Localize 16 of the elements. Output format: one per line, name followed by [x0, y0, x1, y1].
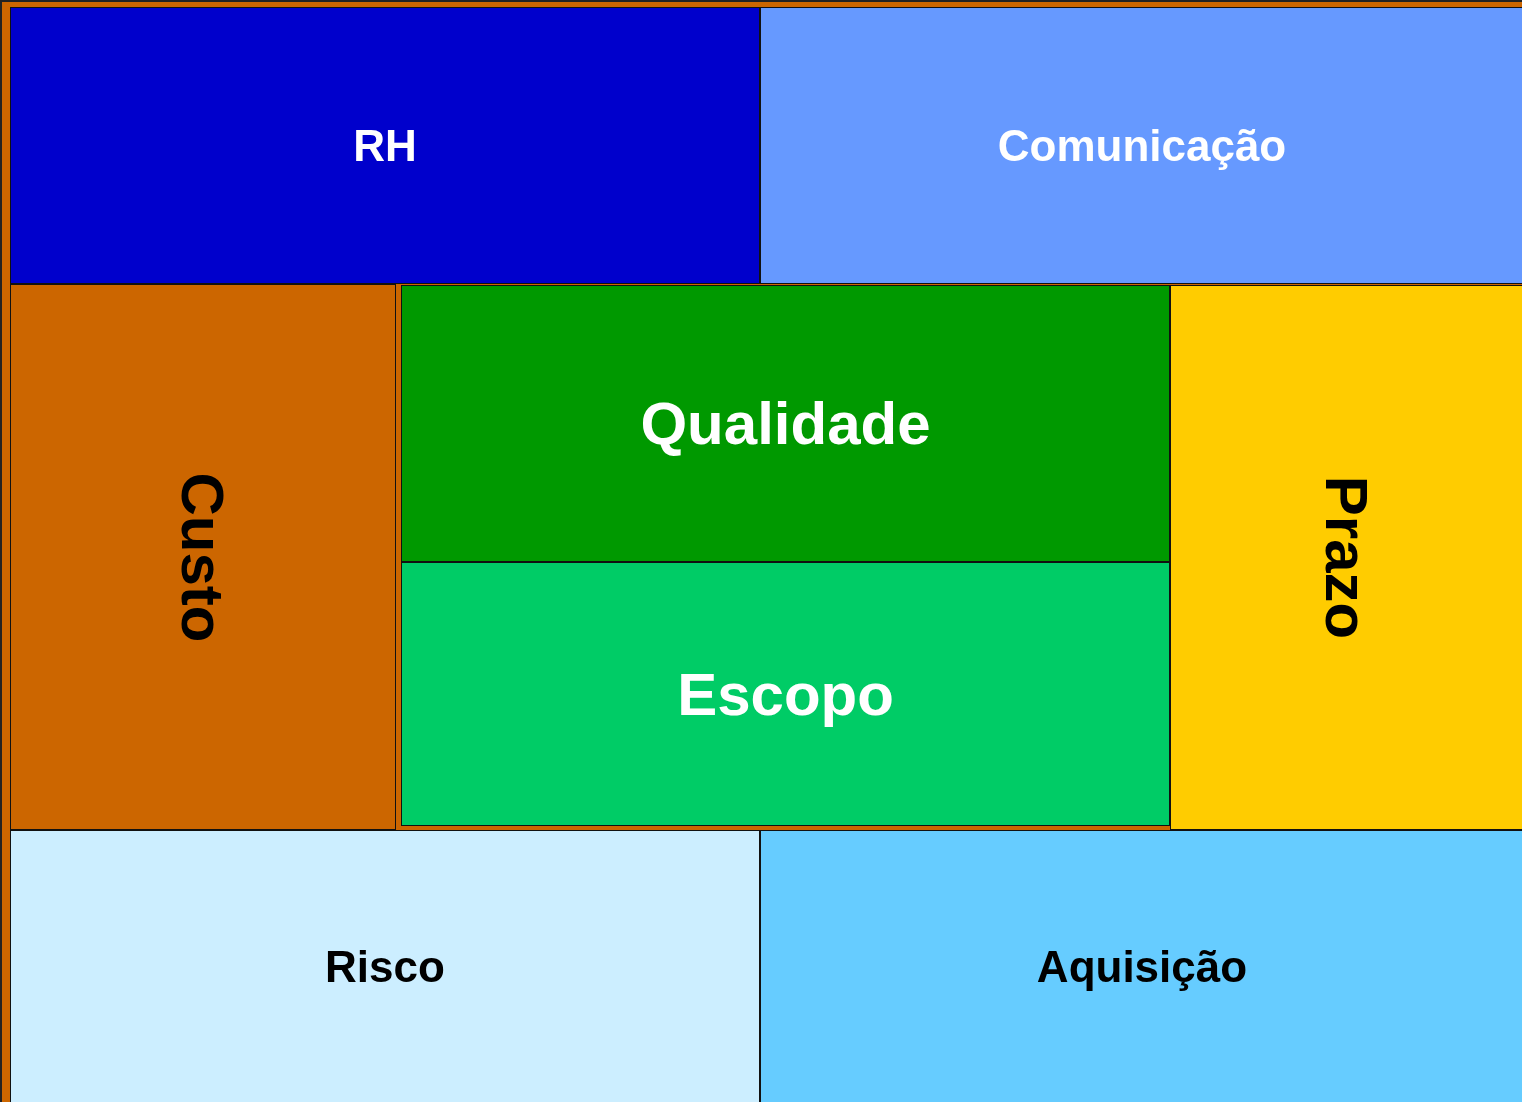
- area-label: RH: [353, 120, 417, 171]
- area-box: [10, 830, 760, 1102]
- area-box: [1170, 285, 1522, 830]
- area-label: Escopo: [677, 659, 894, 729]
- area-label: Custo: [168, 472, 238, 642]
- area-box: [10, 7, 760, 284]
- area-label: Comunicação: [997, 120, 1287, 171]
- area-label: Qualidade: [640, 389, 931, 458]
- area-box: [10, 284, 396, 830]
- area-box: [401, 285, 1170, 562]
- area-box: [760, 830, 1522, 1102]
- area-label: Prazo: [1312, 475, 1382, 640]
- area-label: Aquisição: [1036, 942, 1248, 992]
- area-box: [401, 562, 1170, 826]
- area-label: Risco: [325, 942, 445, 992]
- area-box: [760, 7, 1522, 284]
